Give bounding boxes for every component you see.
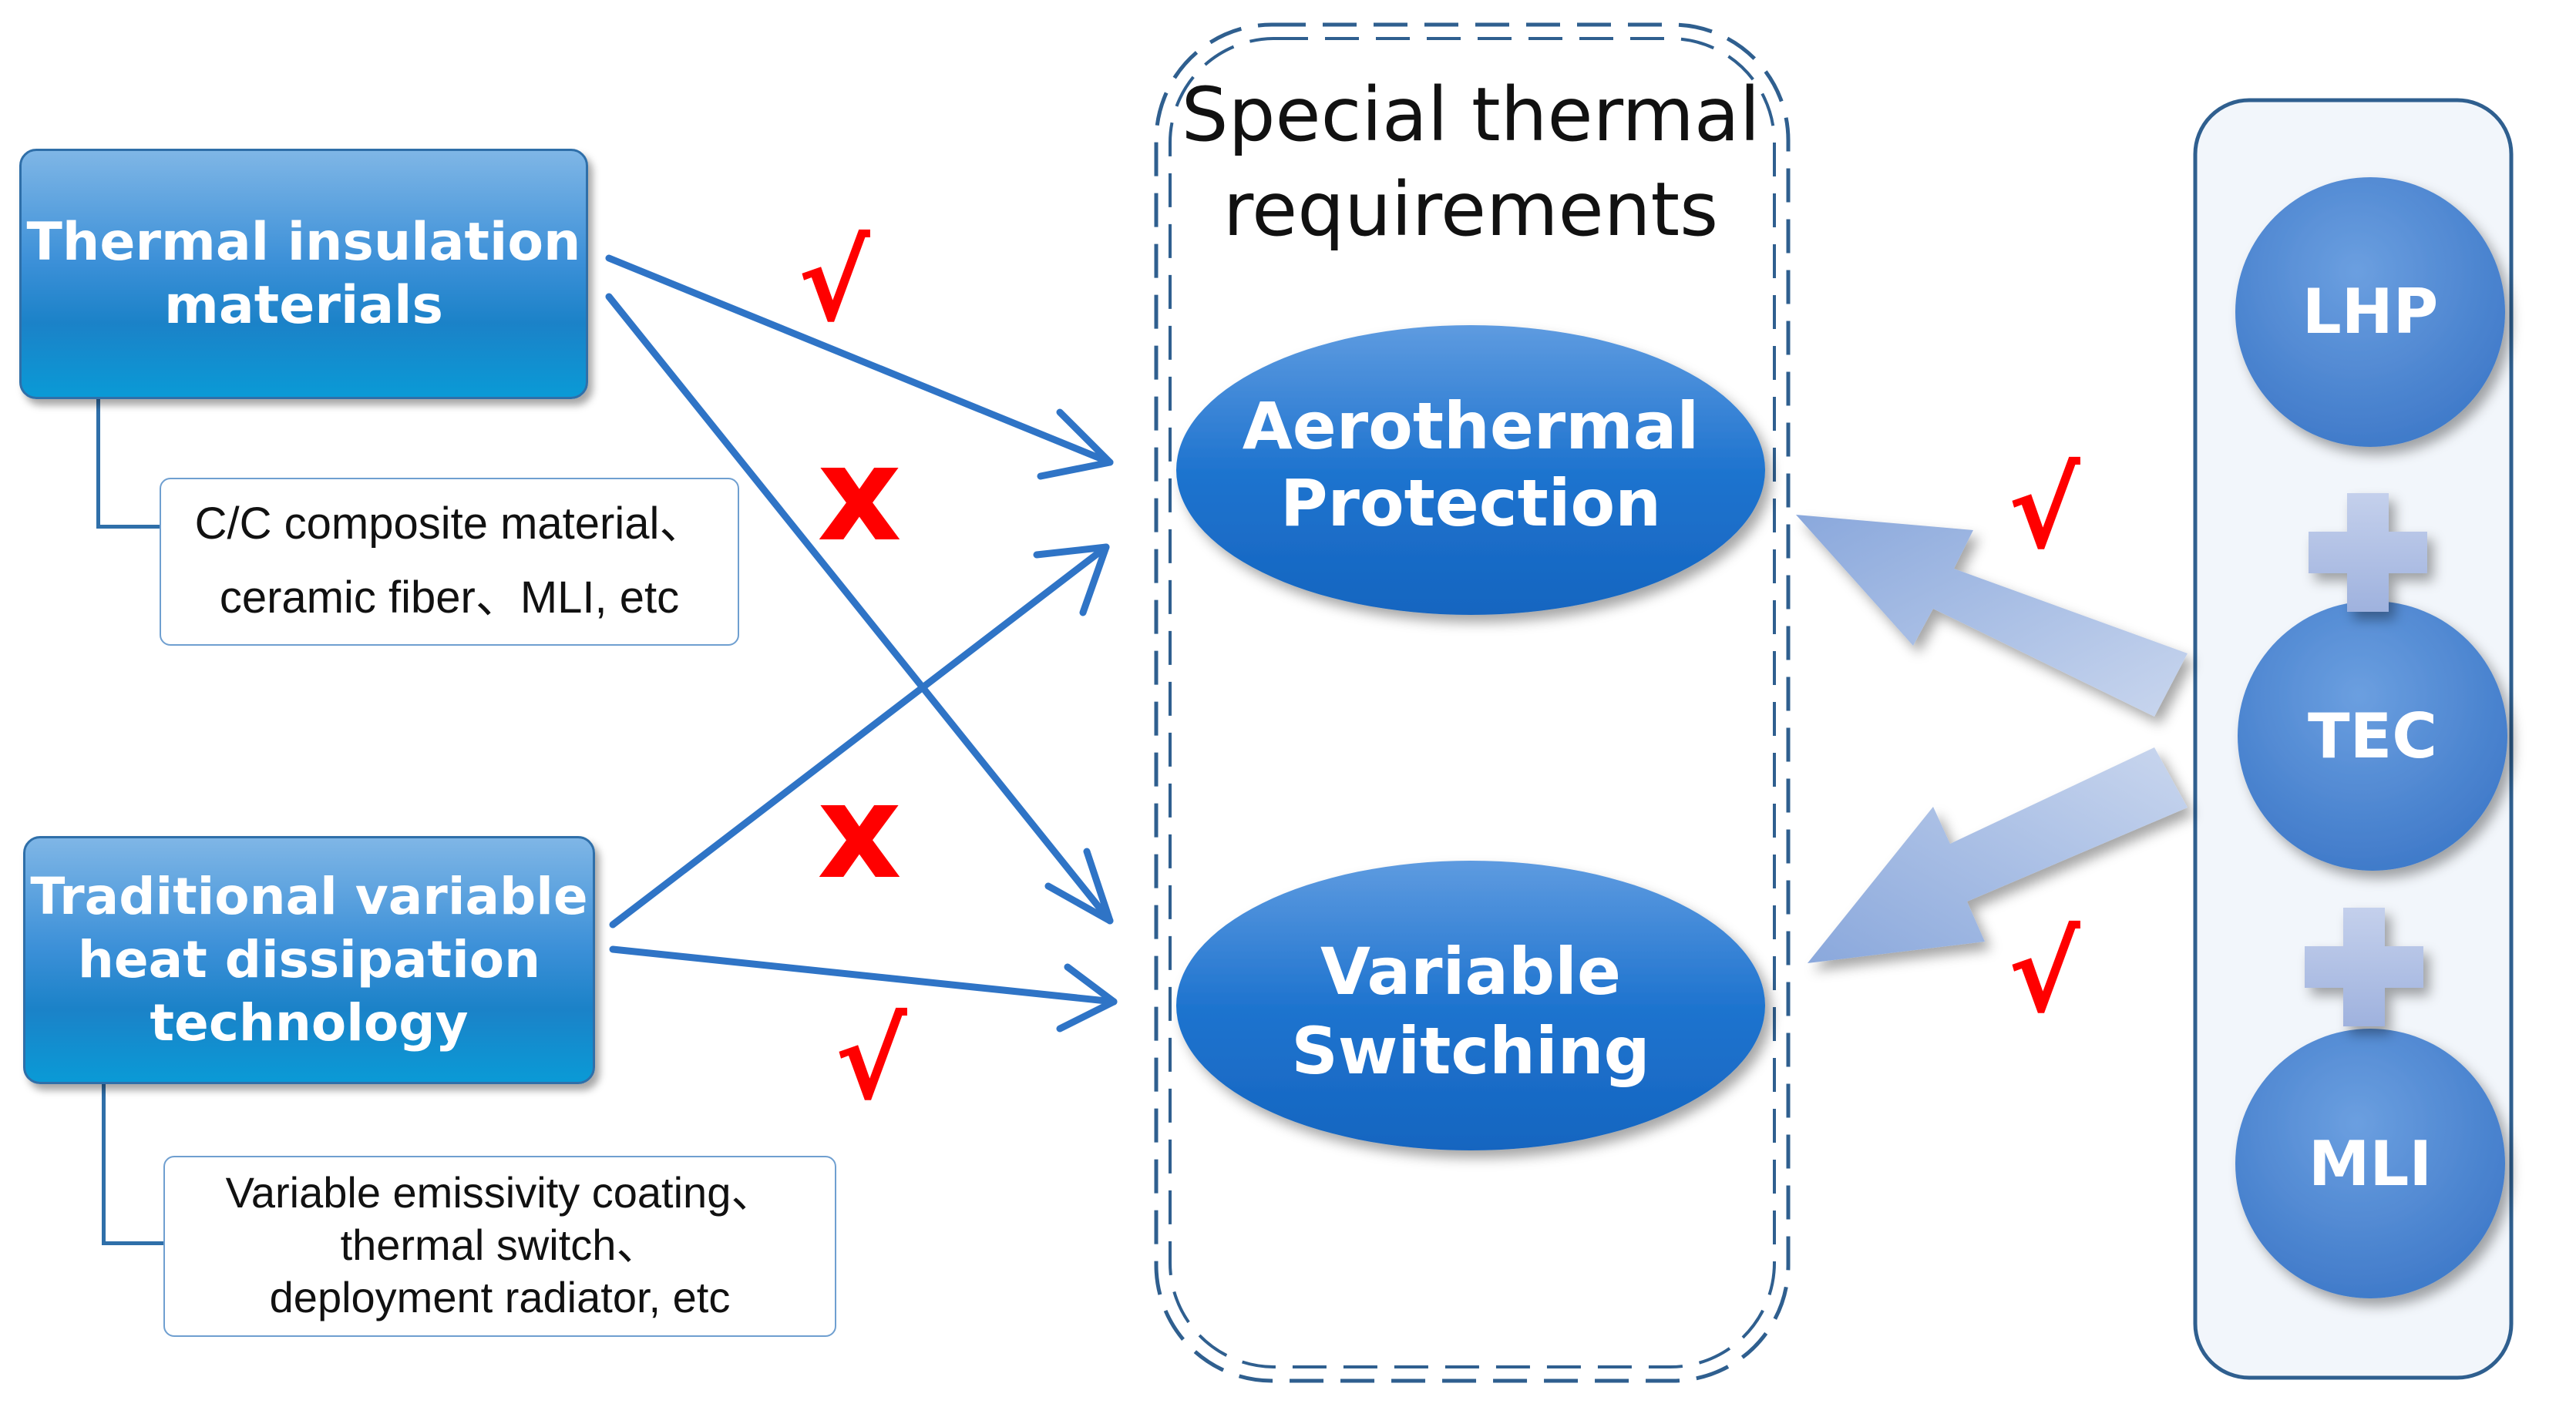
connector-bottom-horizontal [102, 1241, 163, 1245]
wide-arrow-to-switching [1808, 747, 2188, 963]
cross-mark-2: x [817, 756, 902, 908]
traditional-examples-note: Variable emissivity coating、 thermal swi… [163, 1156, 836, 1337]
tec-node [2238, 601, 2507, 871]
variable-switching-node [1176, 861, 1765, 1150]
traditional-variable-box: Traditional variable heat dissipation te… [23, 836, 595, 1084]
traditional-line-3: technology [150, 993, 469, 1053]
cross-mark-1: x [817, 418, 902, 571]
traditional-line-2: heat dissipation [77, 930, 541, 989]
tec-label: TEC [2308, 700, 2437, 772]
requirements-title-line-2: requirements [1223, 166, 1718, 253]
requirements-title-line-1: Special thermal [1182, 72, 1760, 158]
arrowhead-traditional-to-switching [1056, 963, 1118, 1033]
mli-node [2235, 1029, 2505, 1298]
traditional-note-line-2: thermal switch、 [340, 1221, 660, 1269]
requirements-frame-inner [1169, 37, 1776, 1368]
check-mark-3: √ [2008, 448, 2080, 573]
arrow-traditional-to-switching [609, 945, 1118, 1006]
traditional-note-line-1: Variable emissivity coating、 [225, 1168, 775, 1217]
check-mark-4: √ [2008, 912, 2080, 1037]
insulation-examples-note: C/C composite material、 ceramic fiber、ML… [160, 478, 739, 646]
thermal-insulation-line-1: Thermal insulation [26, 211, 581, 273]
arrowhead-traditional-to-aerothermal [1033, 543, 1110, 616]
aerothermal-protection-node [1176, 325, 1765, 615]
thermal-insulation-line-2: materials [164, 274, 443, 336]
mli-label: MLI [2309, 1128, 2432, 1200]
connector-top-vertical [96, 397, 100, 528]
arrow-insulation-to-aerothermal [605, 254, 1114, 466]
thermal-insulation-box: Thermal insulation materials [19, 149, 588, 399]
insulation-note-line-2: ceramic fiber、MLI, etc [219, 573, 680, 623]
plus-icon-1 [2309, 493, 2427, 612]
traditional-note-line-3: deployment radiator, etc [269, 1273, 731, 1321]
switching-label-line-1: Variable [1320, 934, 1621, 1009]
arrow-insulation-to-switching [605, 293, 1114, 925]
wide-arrow-to-aerothermal [1796, 515, 2188, 717]
traditional-line-1: Traditional variable [30, 867, 588, 926]
aerothermal-label-line-1: Aerothermal [1243, 388, 1699, 464]
lhp-label: LHP [2302, 276, 2439, 348]
requirements-frame-outer [1154, 22, 1791, 1383]
arrowhead-insulation-to-switching [1044, 848, 1114, 925]
check-mark-1: √ [798, 220, 870, 346]
arrowhead-insulation-to-aerothermal [1037, 408, 1114, 480]
connector-bottom-vertical [102, 1083, 106, 1244]
arrow-traditional-to-aerothermal [609, 543, 1110, 928]
lhp-node [2235, 177, 2505, 447]
aerothermal-label-line-2: Protection [1280, 465, 1661, 541]
check-mark-2: √ [835, 999, 907, 1124]
insulation-note-line-1: C/C composite material、 [194, 499, 705, 549]
connector-top-horizontal [96, 525, 160, 529]
plus-icon-2 [2305, 908, 2423, 1026]
switching-label-line-2: Switching [1291, 1013, 1650, 1089]
